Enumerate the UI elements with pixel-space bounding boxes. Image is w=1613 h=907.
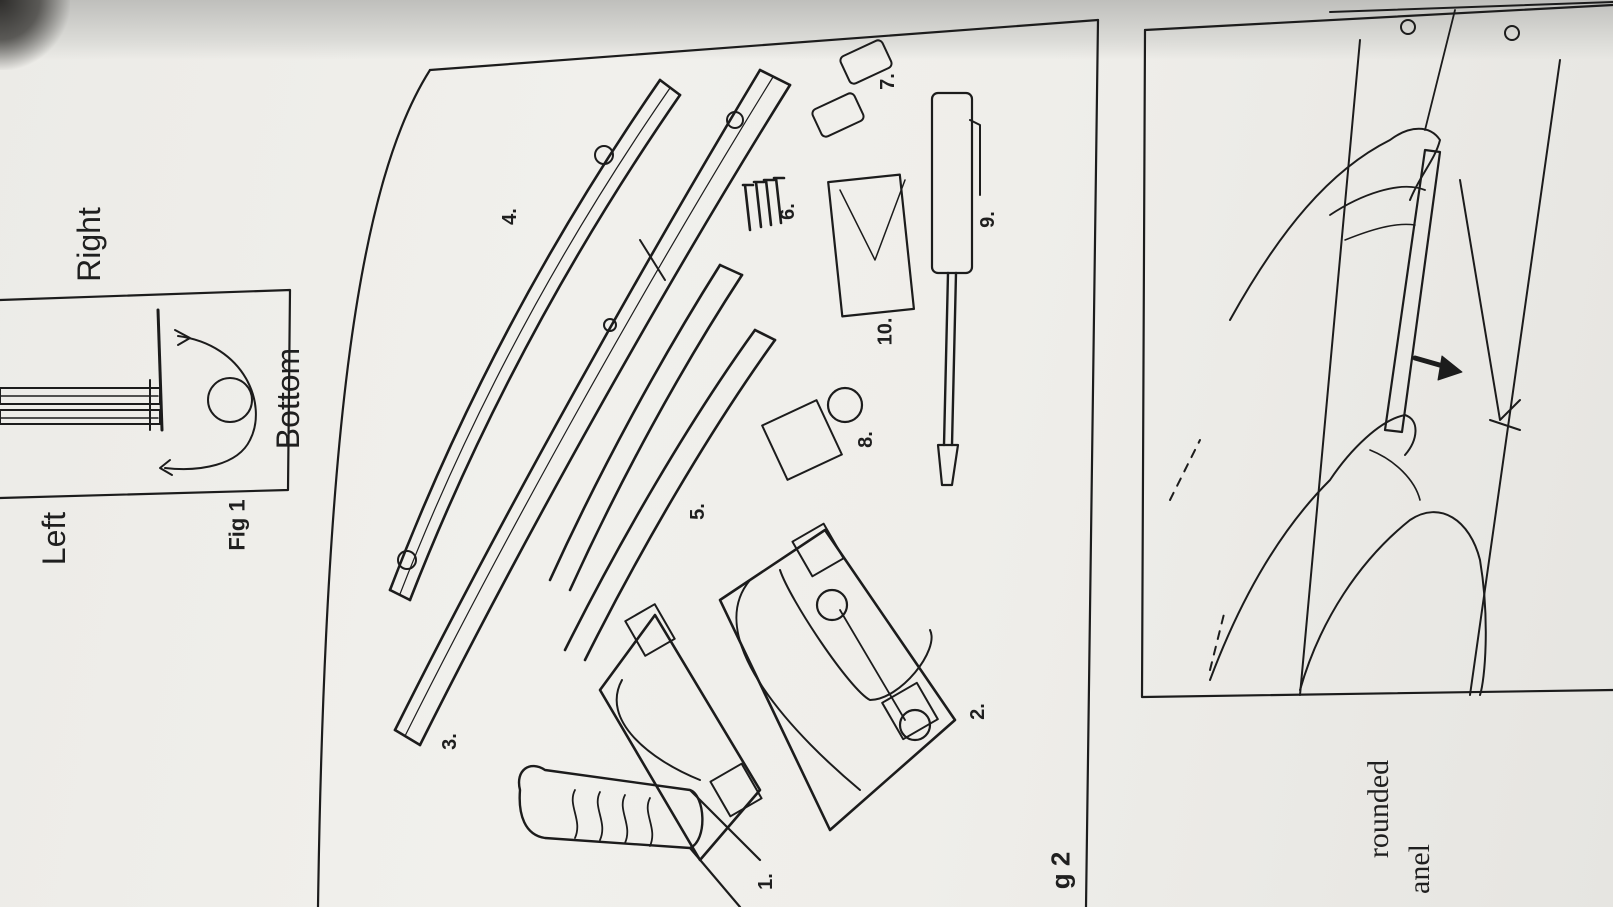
part-number-2: 2.: [966, 703, 989, 720]
fig3-text-rounded: rounded: [1362, 759, 1396, 859]
part-number-9: 9.: [976, 211, 999, 228]
part-number-6: 6.: [776, 203, 799, 220]
fig1-right-label: Right: [70, 207, 107, 282]
part-number-5: 5.: [686, 503, 709, 520]
figure-3-drawing: [1140, 1, 1613, 699]
fig1-left-label: Left: [36, 511, 73, 566]
part-number-1: 1.: [754, 873, 777, 890]
fig3-text-panel: anel: [1402, 844, 1436, 894]
fig2-caption: g 2: [1045, 851, 1076, 890]
figure-1-drawing: [0, 288, 292, 500]
part-number-10: 10.: [874, 317, 897, 346]
fig1-caption: Fig 1: [224, 499, 250, 551]
part-number-3: 3.: [438, 733, 461, 750]
part-number-4: 4.: [498, 208, 521, 225]
page-corner-shadow: [0, 0, 70, 70]
fig1-bottom-label: Bottom: [270, 347, 307, 450]
part-number-8: 8.: [854, 431, 877, 448]
page-top-edge: [0, 0, 1613, 60]
figure-2-drawing: [316, 18, 1100, 907]
part-number-7: 7.: [876, 73, 899, 90]
